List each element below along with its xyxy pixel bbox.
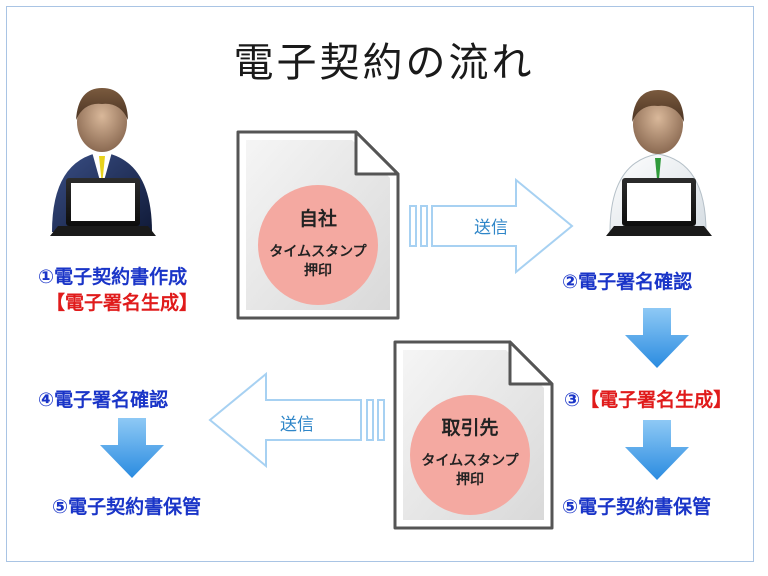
send-arrow-right: [409, 177, 574, 275]
doc-top-name: 自社: [298, 208, 337, 230]
send-right-label: 送信: [474, 218, 508, 238]
doc-bottom-name: 取引先: [441, 417, 499, 439]
step5-left-text: ⑤電子契約書保管: [52, 496, 202, 518]
down-arrow-right-2: [625, 420, 689, 480]
diagram-title: 電子契約の流れ: [233, 40, 535, 86]
down-arrow-right-1: [625, 308, 689, 368]
doc-top-line1: タイムスタンプ: [269, 244, 367, 260]
person-left-icon: [50, 88, 156, 236]
send-arrow-left: [208, 371, 385, 469]
send-left-label: 送信: [280, 415, 314, 435]
step3-number: ③: [564, 389, 581, 411]
step3-text: ③【電子署名生成】: [564, 385, 732, 412]
step2-text: ②電子署名確認: [562, 271, 693, 293]
doc-top-line2: 押印: [304, 263, 332, 279]
doc-top-stamp: 自社 タイムスタンプ 押印: [258, 204, 378, 281]
diagram-frame: [6, 6, 754, 562]
doc-bottom-line2: 押印: [456, 472, 484, 488]
step4-text: ④電子署名確認: [38, 389, 169, 411]
document-top-icon: [236, 130, 400, 320]
step5-right-text: ⑤電子契約書保管: [562, 496, 712, 518]
document-bottom-icon: [393, 340, 554, 530]
step1-text: ①電子契約書作成: [38, 266, 188, 288]
doc-bottom-stamp: 取引先 タイムスタンプ 押印: [410, 413, 530, 490]
step3-sub-text: 【電子署名生成】: [580, 389, 733, 411]
doc-bottom-line1: タイムスタンプ: [421, 453, 519, 469]
step1-sub-text: 【電子署名生成】: [46, 292, 199, 314]
person-right-icon: [606, 90, 712, 236]
down-arrow-left: [100, 418, 164, 478]
